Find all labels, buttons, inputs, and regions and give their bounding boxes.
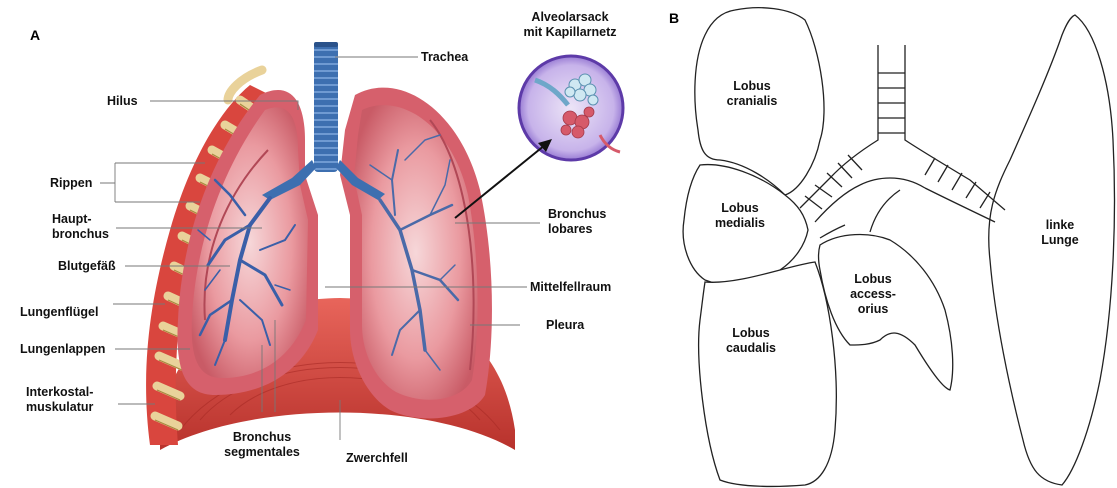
label-bronchus-lobares: Bronchus lobares <box>548 207 606 237</box>
label-hauptbronchus-line1: Haupt- <box>52 212 109 227</box>
label-accessorius-line2: access- <box>838 287 908 302</box>
label-hauptbronchus: Haupt- bronchus <box>52 212 109 242</box>
label-cranialis-line1: Lobus <box>712 79 792 94</box>
label-lobus-caudalis: Lobus caudalis <box>711 326 791 356</box>
label-alveolarsack-line1: Alveolarsack <box>505 10 635 25</box>
linke-lunge-shape <box>989 15 1115 485</box>
label-pleura: Pleura <box>546 318 584 333</box>
label-mittelfellraum: Mittelfellraum <box>530 280 611 295</box>
label-medialis-line2: medialis <box>700 216 780 231</box>
label-lobus-medialis: Lobus medialis <box>700 201 780 231</box>
panel-b-trachea <box>800 45 1005 238</box>
label-bronchus-lobares-line1: Bronchus <box>548 207 606 222</box>
alveolar-sac-inset <box>519 56 623 160</box>
label-lobus-accessorius: Lobus access- orius <box>838 272 908 317</box>
label-interkostalmuskulatur: Interkostal- muskulatur <box>26 385 93 415</box>
label-hilus: Hilus <box>107 94 138 109</box>
label-bronchus-seg-line1: Bronchus <box>212 430 312 445</box>
label-trachea: Trachea <box>421 50 468 65</box>
label-accessorius-line3: orius <box>838 302 908 317</box>
label-linke-line2: Lunge <box>1025 233 1095 248</box>
label-interkostal-line2: muskulatur <box>26 400 93 415</box>
label-blutgefaess: Blutgefäß <box>58 259 116 274</box>
label-caudalis-line2: caudalis <box>711 341 791 356</box>
left-lung-cutaway <box>340 88 492 419</box>
label-zwerchfell: Zwerchfell <box>346 451 408 466</box>
right-lung-cutaway <box>177 90 318 395</box>
label-alveolarsack-line2: mit Kapillarnetz <box>505 25 635 40</box>
label-accessorius-line1: Lobus <box>838 272 908 287</box>
label-bronchus-segmentales: Bronchus segmentales <box>212 430 312 460</box>
panel-b-trachea-rings <box>805 73 990 209</box>
label-alveolarsack: Alveolarsack mit Kapillarnetz <box>505 10 635 40</box>
label-linke-line1: linke <box>1025 218 1095 233</box>
label-hauptbronchus-line2: bronchus <box>52 227 109 242</box>
label-caudalis-line1: Lobus <box>711 326 791 341</box>
lobus-caudalis-shape <box>699 262 837 486</box>
label-linke-lunge: linke Lunge <box>1025 218 1095 248</box>
label-rippen: Rippen <box>50 176 92 191</box>
label-cranialis-line2: cranialis <box>712 94 792 109</box>
panel-b-letter: B <box>669 10 679 26</box>
label-bronchus-lobares-line2: lobares <box>548 222 606 237</box>
label-medialis-line1: Lobus <box>700 201 780 216</box>
label-bronchus-seg-line2: segmentales <box>212 445 312 460</box>
label-lungenfluegel: Lungenflügel <box>20 305 98 320</box>
label-lobus-cranialis: Lobus cranialis <box>712 79 792 109</box>
label-interkostal-line1: Interkostal- <box>26 385 93 400</box>
label-lungenlappen: Lungenlappen <box>20 342 105 357</box>
